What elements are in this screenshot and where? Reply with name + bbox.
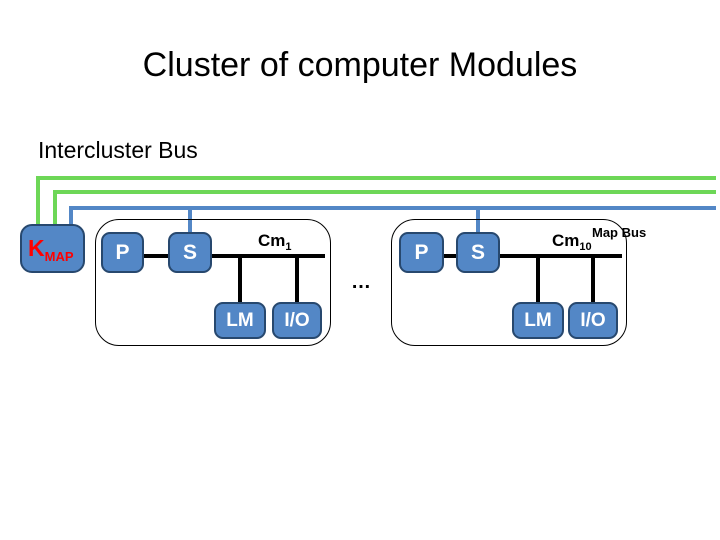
module-label: S	[470, 241, 485, 264]
cluster-10-module-io[interactable]: I/O	[568, 302, 618, 339]
module-label: LM	[226, 310, 254, 331]
cluster-1-module-p[interactable]: P	[101, 232, 144, 273]
kmap-label: KMAP	[28, 235, 74, 264]
module-label: S	[182, 241, 197, 264]
cluster-1-module-lm[interactable]: LM	[214, 302, 266, 339]
cluster-10-module-p[interactable]: P	[399, 232, 444, 273]
cluster-outline-1	[95, 219, 331, 346]
module-label: LM	[524, 310, 552, 331]
cluster-10-module-s[interactable]: S	[456, 232, 500, 273]
cluster-10-module-lm[interactable]: LM	[512, 302, 564, 339]
page-title: Cluster of computer Modules	[142, 46, 578, 84]
module-label: P	[115, 241, 130, 264]
cluster-1-module-s[interactable]: S	[168, 232, 212, 273]
cluster-1-name: Cm1	[258, 231, 292, 253]
cluster-10-name: Cm10	[552, 231, 592, 253]
module-label: P	[414, 241, 429, 264]
kmap-module[interactable]: KMAP	[20, 224, 85, 273]
map-bus-label: Map Bus	[592, 225, 647, 240]
module-label: I/O	[284, 310, 310, 331]
module-label: I/O	[580, 310, 606, 331]
cluster-ellipsis: …	[351, 271, 372, 293]
cluster-outline-10	[391, 219, 627, 346]
cluster-1-module-io[interactable]: I/O	[272, 302, 322, 339]
intercluster-bus-label: Intercluster Bus	[38, 137, 198, 163]
